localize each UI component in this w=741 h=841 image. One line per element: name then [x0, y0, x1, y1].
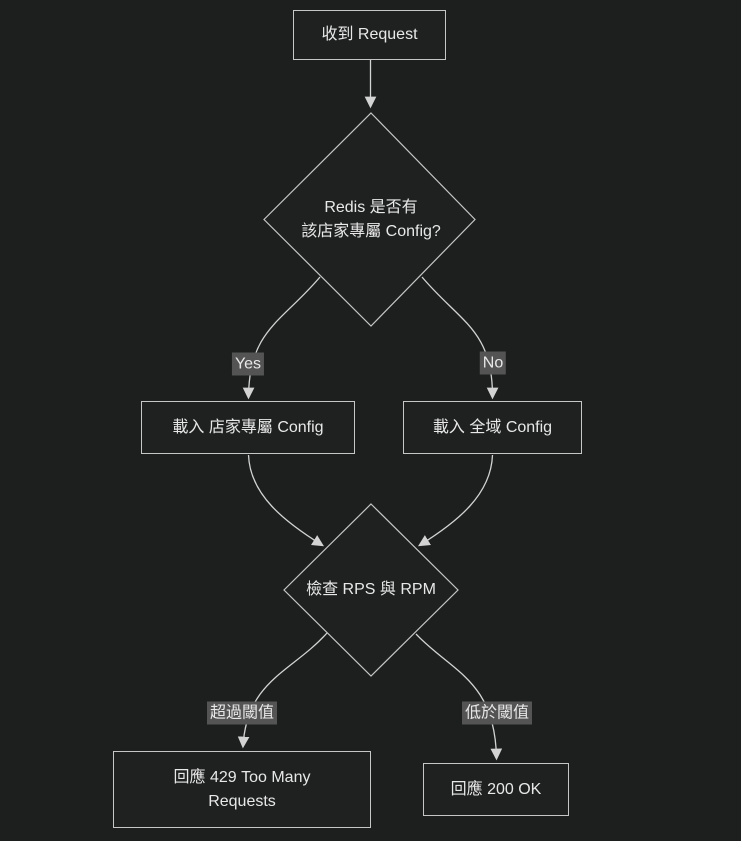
node-respond-429-line2: Requests: [208, 792, 276, 810]
edge-label-no: No: [479, 351, 507, 375]
node-load-store-config: 載入 店家專屬 Config: [141, 401, 355, 454]
decision-config-label: Redis 是否有 該店家專屬 Config?: [301, 196, 441, 244]
decision-config-diamond: [263, 112, 476, 327]
edge-config-no: [421, 276, 499, 400]
node-respond-429: 回應 429 Too Many Requests: [113, 751, 371, 828]
edge-rate-under-threshold: [415, 633, 503, 761]
node-receive-request-label: 收到 Request: [321, 26, 418, 43]
edge-store-to-rate-decision: [247, 454, 324, 547]
edge-label-over-threshold: 超過閾值: [206, 701, 278, 725]
edge-label-yes: Yes: [231, 352, 265, 376]
decision-rate-text: 檢查 RPS 與 RPM: [306, 581, 436, 598]
node-respond-200-label: 回應 200 OK: [450, 780, 542, 798]
decision-rate-diamond: [283, 503, 459, 677]
edge-rate-over-threshold: [237, 632, 328, 749]
node-load-global-config: 載入 全域 Config: [403, 401, 582, 454]
node-receive-request: 收到 Request: [293, 10, 446, 60]
decision-config-line2: 該店家專屬 Config?: [301, 223, 441, 240]
edge-global-to-rate-decision: [418, 454, 494, 547]
edge-config-yes: [242, 276, 321, 400]
decision-config-line1: Redis 是否有: [324, 199, 418, 216]
edge-label-under-threshold: 低於閾值: [461, 701, 533, 725]
node-respond-200: 回應 200 OK: [423, 763, 569, 816]
node-load-global-config-label: 載入 全域 Config: [432, 418, 553, 436]
decision-rate-label: 檢查 RPS 與 RPM: [306, 578, 436, 602]
node-respond-429-line1: 回應 429 Too Many: [173, 768, 311, 786]
node-load-store-config-label: 載入 店家專屬 Config: [172, 418, 324, 436]
